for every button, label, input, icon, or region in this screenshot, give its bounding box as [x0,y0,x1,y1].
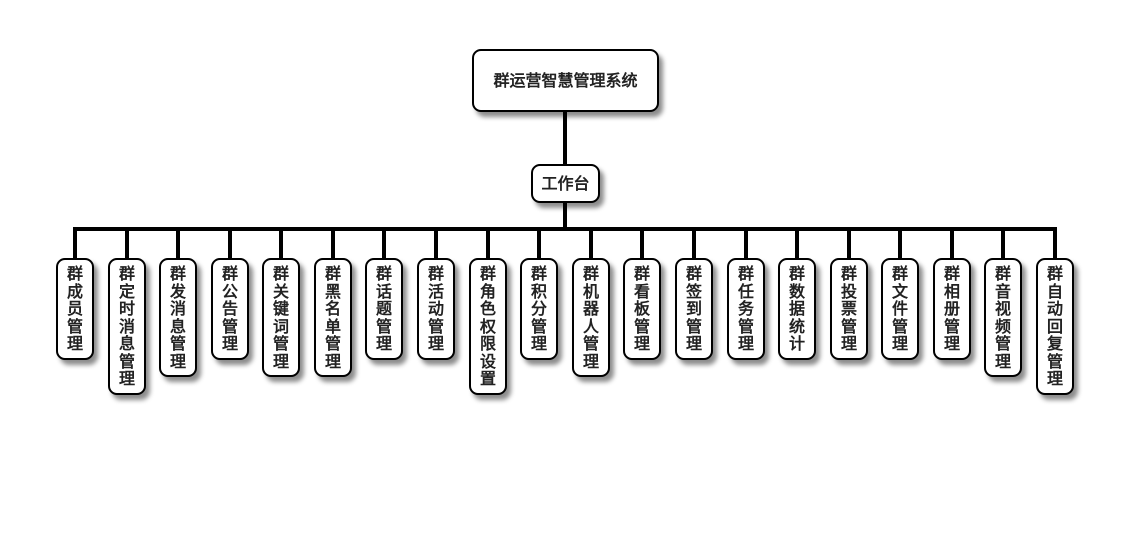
child-node-label: 群角色权限设置 [480,264,497,388]
root-node-label: 群运营智慧管理系统 [493,70,638,90]
child-node[interactable]: 群积分管理 [520,258,558,360]
connector-bus-child [228,229,232,259]
connector-bus-child [382,229,386,259]
child-node-label: 群定时消息管理 [119,264,136,388]
connector-bus-child [1001,229,1005,259]
connector-hub-bus [563,202,567,230]
child-node[interactable]: 群文件管理 [881,258,919,360]
child-node-label: 群机器人管理 [583,264,600,371]
child-node[interactable]: 群话题管理 [365,258,403,360]
child-node-label: 群关键词管理 [273,264,290,371]
connector-bus-child [279,229,283,259]
child-node-label: 群数据统计 [789,264,806,353]
child-node[interactable]: 群公告管理 [211,258,249,360]
child-node-label: 群文件管理 [892,264,909,353]
connector-bus-child [898,229,902,259]
connector-bus-child [744,229,748,259]
child-node-label: 群任务管理 [738,264,755,353]
child-node[interactable]: 群定时消息管理 [108,258,146,395]
child-node[interactable]: 群音视频管理 [984,258,1022,377]
child-node-label: 群相册管理 [944,264,961,353]
child-node-label: 群投票管理 [841,264,858,353]
connector-bus-child [331,229,335,259]
child-node-label: 群看板管理 [634,264,651,353]
connector-bus-child [795,229,799,259]
child-node[interactable]: 群发消息管理 [159,258,197,377]
connector-bus-child [1053,229,1057,259]
child-node[interactable]: 群数据统计 [778,258,816,360]
child-node-label: 群活动管理 [428,264,445,353]
child-node[interactable]: 群成员管理 [56,258,94,360]
child-node[interactable]: 群机器人管理 [572,258,610,377]
child-node-label: 群公告管理 [222,264,239,353]
child-node[interactable]: 群活动管理 [417,258,455,360]
child-node[interactable]: 群任务管理 [727,258,765,360]
connector-bus-child [176,229,180,259]
child-node-label: 群音视频管理 [995,264,1012,371]
hub-node-label: 工作台 [541,173,590,193]
child-node[interactable]: 群关键词管理 [262,258,300,377]
connector-bus-child [73,229,77,259]
child-node[interactable]: 群看板管理 [623,258,661,360]
connector-bus-child [537,229,541,259]
connector-bus-child [847,229,851,259]
child-node[interactable]: 群自动回复管理 [1036,258,1074,395]
child-node[interactable]: 群相册管理 [933,258,971,360]
connector-bus-child [640,229,644,259]
child-node-label: 群黑名单管理 [325,264,342,371]
connector-bus-child [486,229,490,259]
hub-node[interactable]: 工作台 [531,164,600,203]
connector-bus-child [950,229,954,259]
child-node[interactable]: 群投票管理 [830,258,868,360]
connector-bus-child [125,229,129,259]
root-node[interactable]: 群运营智慧管理系统 [472,49,659,112]
child-node-label: 群成员管理 [67,264,84,353]
connector-bus-child [692,229,696,259]
child-node[interactable]: 群签到管理 [675,258,713,360]
child-node-label: 群积分管理 [531,264,548,353]
horizontal-bus [73,227,1057,231]
child-node-label: 群签到管理 [686,264,703,353]
child-node-label: 群话题管理 [376,264,393,353]
child-node-label: 群发消息管理 [170,264,187,371]
child-node-label: 群自动回复管理 [1047,264,1064,388]
child-node[interactable]: 群角色权限设置 [469,258,507,395]
connector-bus-child [589,229,593,259]
child-node[interactable]: 群黑名单管理 [314,258,352,377]
connector-bus-child [434,229,438,259]
connector-root-hub [563,111,567,165]
